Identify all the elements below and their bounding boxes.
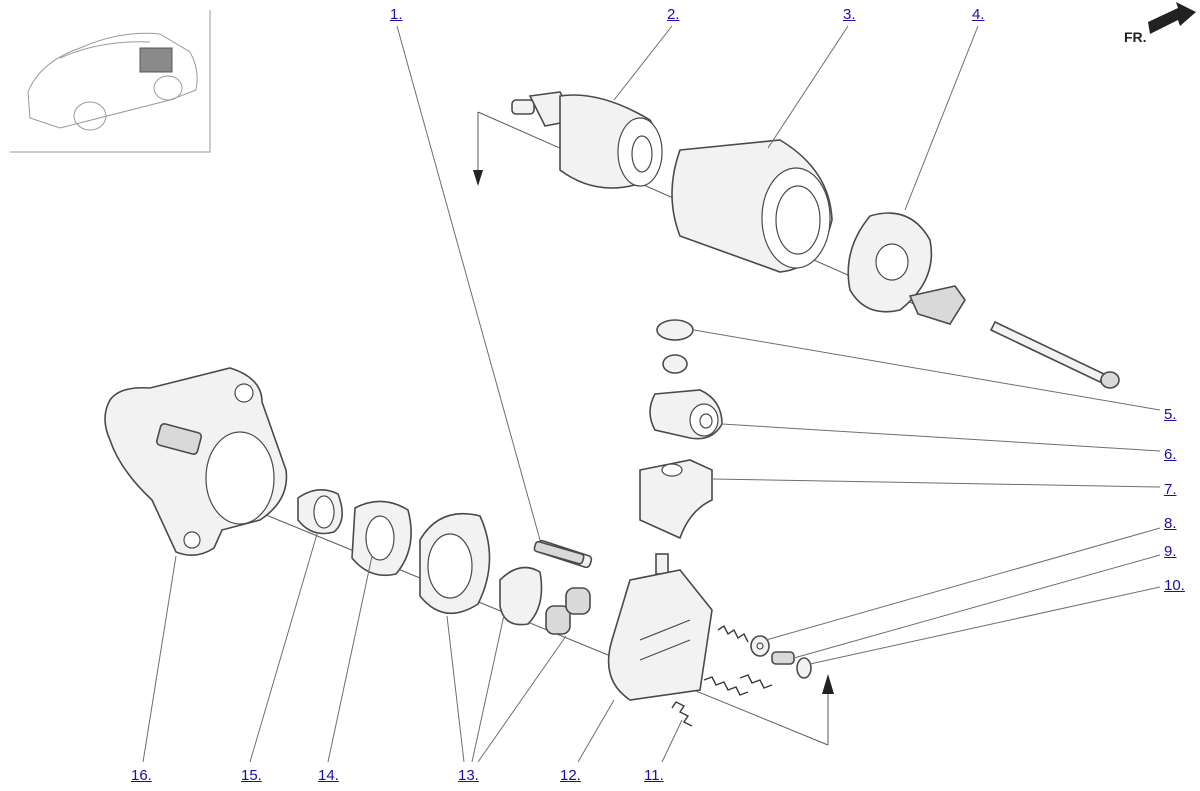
front-direction-arrow-icon: FR.: [1124, 2, 1196, 45]
callout-12[interactable]: 12.: [560, 767, 581, 784]
solenoid-part[interactable]: [511, 91, 663, 189]
through-bolt-part[interactable]: [989, 320, 1120, 389]
callout-8[interactable]: 8.: [1164, 515, 1177, 532]
callout-10[interactable]: 10.: [1164, 577, 1185, 594]
callout-15[interactable]: 15.: [241, 767, 262, 784]
overrunning-clutch-part[interactable]: [351, 500, 412, 577]
callout-5[interactable]: 5.: [1164, 406, 1177, 423]
cap-part[interactable]: [656, 319, 694, 374]
callout-6[interactable]: 6.: [1164, 446, 1177, 463]
yoke-housing-part[interactable]: [671, 139, 833, 273]
drive-housing-part[interactable]: [104, 367, 288, 556]
callout-4[interactable]: 4.: [972, 6, 985, 23]
shaft-stub-part[interactable]: [533, 540, 585, 565]
callout-14[interactable]: 14.: [318, 767, 339, 784]
callout-9[interactable]: 9.: [1164, 543, 1177, 560]
leader-lines: [142, 25, 1161, 763]
assembly-axes: [204, 111, 951, 746]
small-washer-part[interactable]: [796, 657, 812, 679]
callout-7[interactable]: 7.: [1164, 481, 1177, 498]
callout-1[interactable]: 1.: [390, 6, 403, 23]
lever-bracket-part[interactable]: [639, 459, 713, 540]
callout-16[interactable]: 16.: [131, 767, 152, 784]
planetary-gear-set-part[interactable]: [419, 512, 593, 635]
small-spring-part[interactable]: [771, 651, 795, 665]
callout-3[interactable]: 3.: [843, 6, 856, 23]
callout-2[interactable]: 2.: [667, 6, 680, 23]
callout-11[interactable]: 11.: [644, 767, 664, 784]
pinion-gear-part[interactable]: [297, 489, 343, 535]
callout-13[interactable]: 13.: [458, 767, 479, 784]
brush-holder-housing-part[interactable]: [607, 553, 713, 701]
idler-gear-part[interactable]: [649, 389, 723, 440]
end-cover-part[interactable]: [847, 212, 966, 325]
vehicle-locator-thumbnail: [10, 10, 211, 153]
springs-part[interactable]: [671, 624, 773, 727]
fr-label: FR.: [1124, 29, 1147, 45]
washer-part[interactable]: [750, 635, 770, 657]
